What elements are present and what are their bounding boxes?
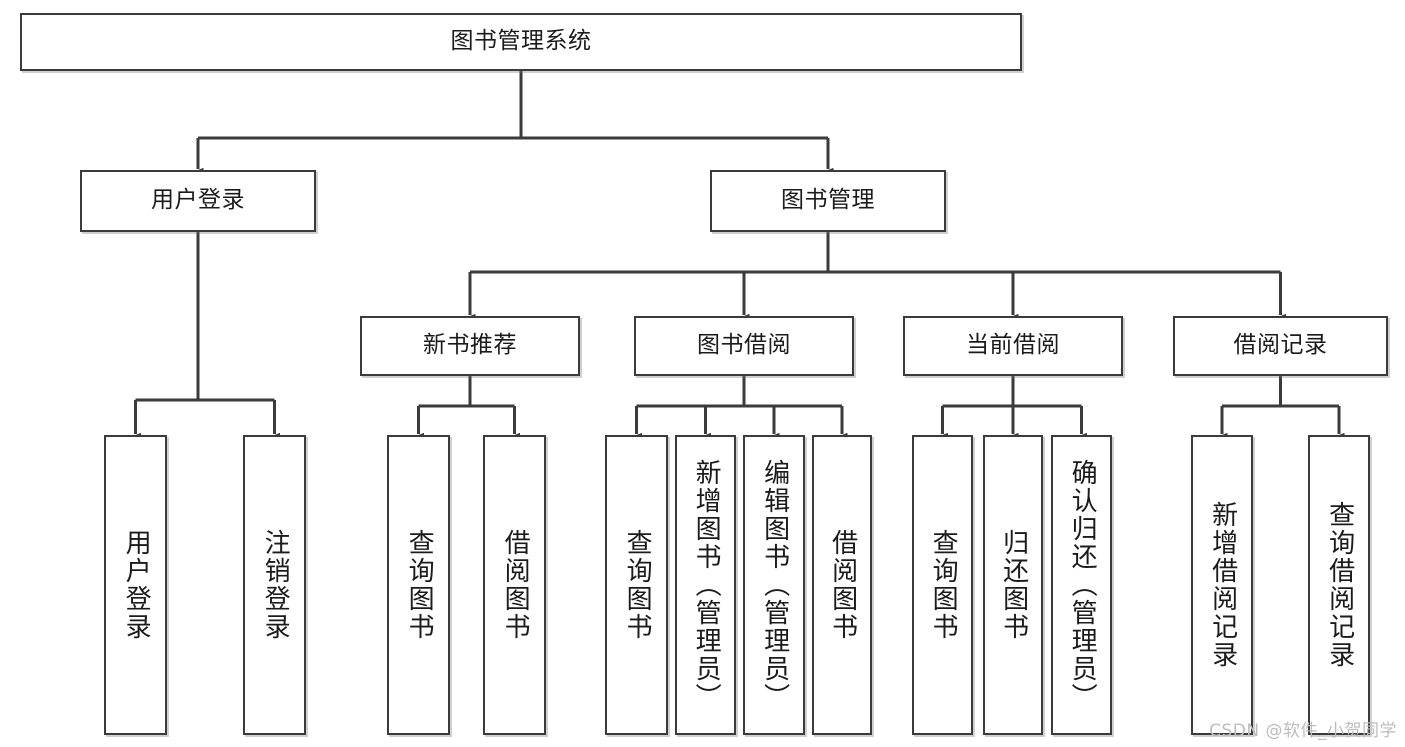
node-leaf-add-record-label: 新增借阅记录 xyxy=(1207,501,1238,669)
node-leaf-edit-book[interactable]: 编辑图书（管理员） xyxy=(743,435,805,735)
node-root[interactable]: 图书管理系统 xyxy=(20,13,1022,71)
node-leaf-borrow-book-2-label: 借阅图书 xyxy=(827,529,858,641)
node-leaf-confirm-return[interactable]: 确认归还（管理员） xyxy=(1051,435,1112,735)
node-leaf-confirm-return-label: 确认归还（管理员） xyxy=(1067,459,1098,711)
node-new-book-recommend[interactable]: 新书推荐 xyxy=(360,316,580,376)
node-book-manage[interactable]: 图书管理 xyxy=(710,170,946,232)
node-leaf-add-record[interactable]: 新增借阅记录 xyxy=(1191,435,1253,735)
node-current-borrow-label: 当前借阅 xyxy=(966,332,1060,359)
node-book-borrow[interactable]: 图书借阅 xyxy=(634,316,854,376)
node-leaf-query-book-1[interactable]: 查询图书 xyxy=(387,435,450,735)
node-leaf-edit-book-label: 编辑图书（管理员） xyxy=(759,459,790,711)
node-user-login[interactable]: 用户登录 xyxy=(80,170,316,232)
node-leaf-query-book-3[interactable]: 查询图书 xyxy=(912,435,973,735)
node-leaf-borrow-book-2[interactable]: 借阅图书 xyxy=(812,435,872,735)
node-root-label: 图书管理系统 xyxy=(450,28,592,55)
node-leaf-user-login-label: 用户登录 xyxy=(121,529,152,641)
node-leaf-add-book-label: 新增图书（管理员） xyxy=(691,459,722,711)
node-leaf-query-record[interactable]: 查询借阅记录 xyxy=(1308,435,1370,735)
node-leaf-return-book[interactable]: 归还图书 xyxy=(983,435,1043,735)
node-leaf-add-book[interactable]: 新增图书（管理员） xyxy=(675,435,736,735)
node-leaf-borrow-book-1-label: 借阅图书 xyxy=(500,529,531,641)
node-user-login-label: 用户登录 xyxy=(151,187,245,214)
node-leaf-user-login[interactable]: 用户登录 xyxy=(104,435,167,735)
node-leaf-borrow-book-1[interactable]: 借阅图书 xyxy=(483,435,546,735)
node-book-borrow-label: 图书借阅 xyxy=(697,332,791,359)
node-current-borrow[interactable]: 当前借阅 xyxy=(903,316,1123,376)
node-leaf-query-book-2-label: 查询图书 xyxy=(622,529,653,641)
node-leaf-return-book-label: 归还图书 xyxy=(998,529,1029,641)
node-leaf-logout[interactable]: 注销登录 xyxy=(243,435,306,735)
node-leaf-logout-label: 注销登录 xyxy=(260,529,291,641)
node-leaf-query-record-label: 查询借阅记录 xyxy=(1324,501,1355,669)
node-leaf-query-book-3-label: 查询图书 xyxy=(928,529,959,641)
node-leaf-query-book-1-label: 查询图书 xyxy=(404,529,435,641)
node-borrow-record-label: 借阅记录 xyxy=(1233,332,1328,359)
node-book-manage-label: 图书管理 xyxy=(781,187,875,214)
watermark-text: CSDN @软件_小贺同学 xyxy=(1209,721,1397,741)
node-new-book-recommend-label: 新书推荐 xyxy=(423,332,517,359)
node-leaf-query-book-2[interactable]: 查询图书 xyxy=(605,435,668,735)
node-borrow-record[interactable]: 借阅记录 xyxy=(1173,316,1388,376)
